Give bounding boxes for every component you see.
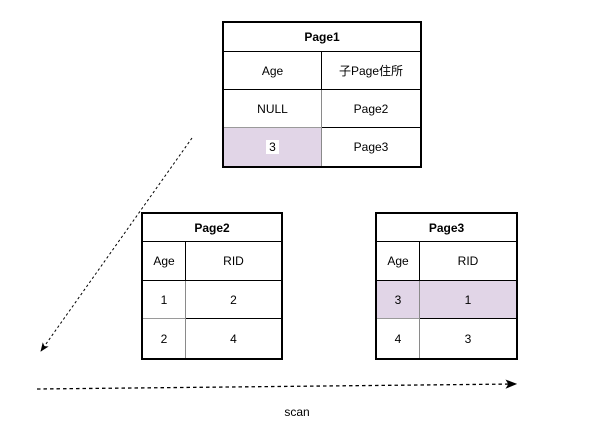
table-page1-column-header-row: Age 子Page住所 bbox=[224, 52, 420, 90]
table-page1: Page1 Age 子Page住所 NULL Page2 3 Page3 bbox=[222, 21, 422, 168]
table-page2-title: Page2 bbox=[143, 214, 281, 242]
data-cell-age-1: 1 bbox=[143, 280, 186, 320]
data-cell-pointer-page3: Page3 bbox=[353, 140, 389, 154]
cell-label: 3 bbox=[266, 140, 279, 154]
data-cell-age-4: 4 bbox=[377, 319, 420, 359]
data-cell-age-2: 2 bbox=[143, 319, 186, 359]
table-page3-column-header-row: Age RID bbox=[377, 242, 516, 281]
data-cell-rid-4: 4 bbox=[230, 331, 237, 346]
column-header-age: Age bbox=[377, 242, 420, 281]
data-cell-age-null: NULL bbox=[224, 90, 322, 128]
column-header-rid: RID bbox=[186, 242, 281, 281]
table-page2: Page2 Age RID 1 2 2 4 bbox=[141, 212, 283, 360]
table-row: 1 2 bbox=[143, 280, 281, 320]
column-header-age: Age bbox=[224, 52, 322, 90]
scan-label: scan bbox=[284, 405, 310, 419]
highlighted-cell-rid-1: 1 bbox=[420, 280, 516, 320]
data-cell-rid-2: 2 bbox=[186, 281, 281, 320]
table-row: 2 4 bbox=[143, 319, 281, 359]
table-row: 3 1 bbox=[377, 280, 516, 320]
table-row: NULL Page2 bbox=[224, 90, 420, 128]
highlighted-cell-age-3: 3 bbox=[377, 280, 420, 320]
table-page2-column-header-row: Age RID bbox=[143, 242, 281, 281]
highlighted-cell-age-3: 3 bbox=[224, 128, 322, 166]
table-page3-title: Page3 bbox=[377, 214, 516, 242]
column-header-child-page-address: 子Page住所 bbox=[322, 52, 420, 90]
table-row: 3 Page3 bbox=[224, 128, 420, 166]
table-page3: Page3 Age RID 3 1 4 3 bbox=[375, 212, 518, 360]
data-cell-pointer-page2: Page2 bbox=[322, 90, 420, 128]
column-header-age: Age bbox=[143, 242, 186, 281]
scan-dashed-arrow bbox=[36, 379, 518, 390]
table-page1-title: Page1 bbox=[224, 23, 420, 52]
column-header-rid: RID bbox=[420, 242, 516, 281]
table-row: 4 3 bbox=[377, 319, 516, 359]
data-cell-rid-3: 3 bbox=[464, 331, 472, 346]
descent-dashed-arrow bbox=[40, 137, 193, 352]
